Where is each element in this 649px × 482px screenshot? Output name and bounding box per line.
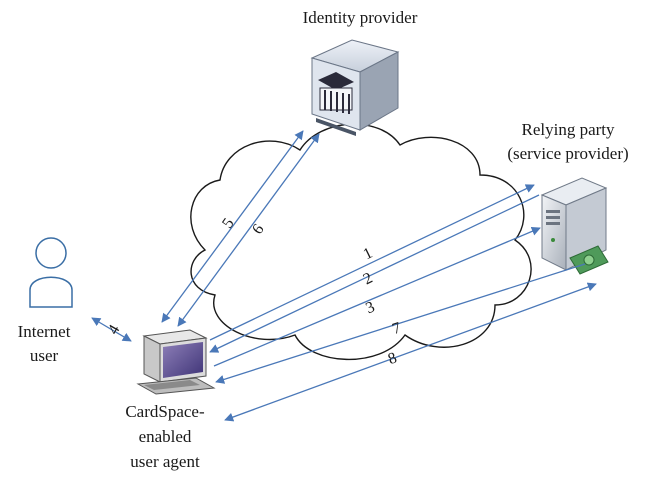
arrow-8	[224, 282, 597, 422]
user-agent-label-line1: CardSpace-	[125, 402, 205, 421]
internet-user-label-line2: user	[30, 346, 59, 365]
arrow-6	[177, 133, 320, 327]
user-agent-label-line3: user agent	[130, 452, 200, 471]
arrow-4	[91, 317, 132, 342]
edge-label-4: 4	[105, 322, 124, 337]
edge-label-8: 8	[386, 349, 399, 368]
relying-party-label-line2: (service provider)	[507, 144, 628, 163]
message-arrows	[91, 130, 597, 422]
identity-provider-label: Identity provider	[303, 8, 418, 27]
internet-user-label-line1: Internet	[18, 322, 71, 341]
user-agent-computer-icon	[136, 329, 216, 395]
user-agent-label-line2: enabled	[139, 427, 192, 446]
internet-user-icon	[29, 237, 73, 308]
relying-party-server-icon	[540, 177, 609, 275]
relying-party-label-line1: Relying party	[521, 120, 615, 139]
identity-provider-icon	[310, 39, 400, 136]
